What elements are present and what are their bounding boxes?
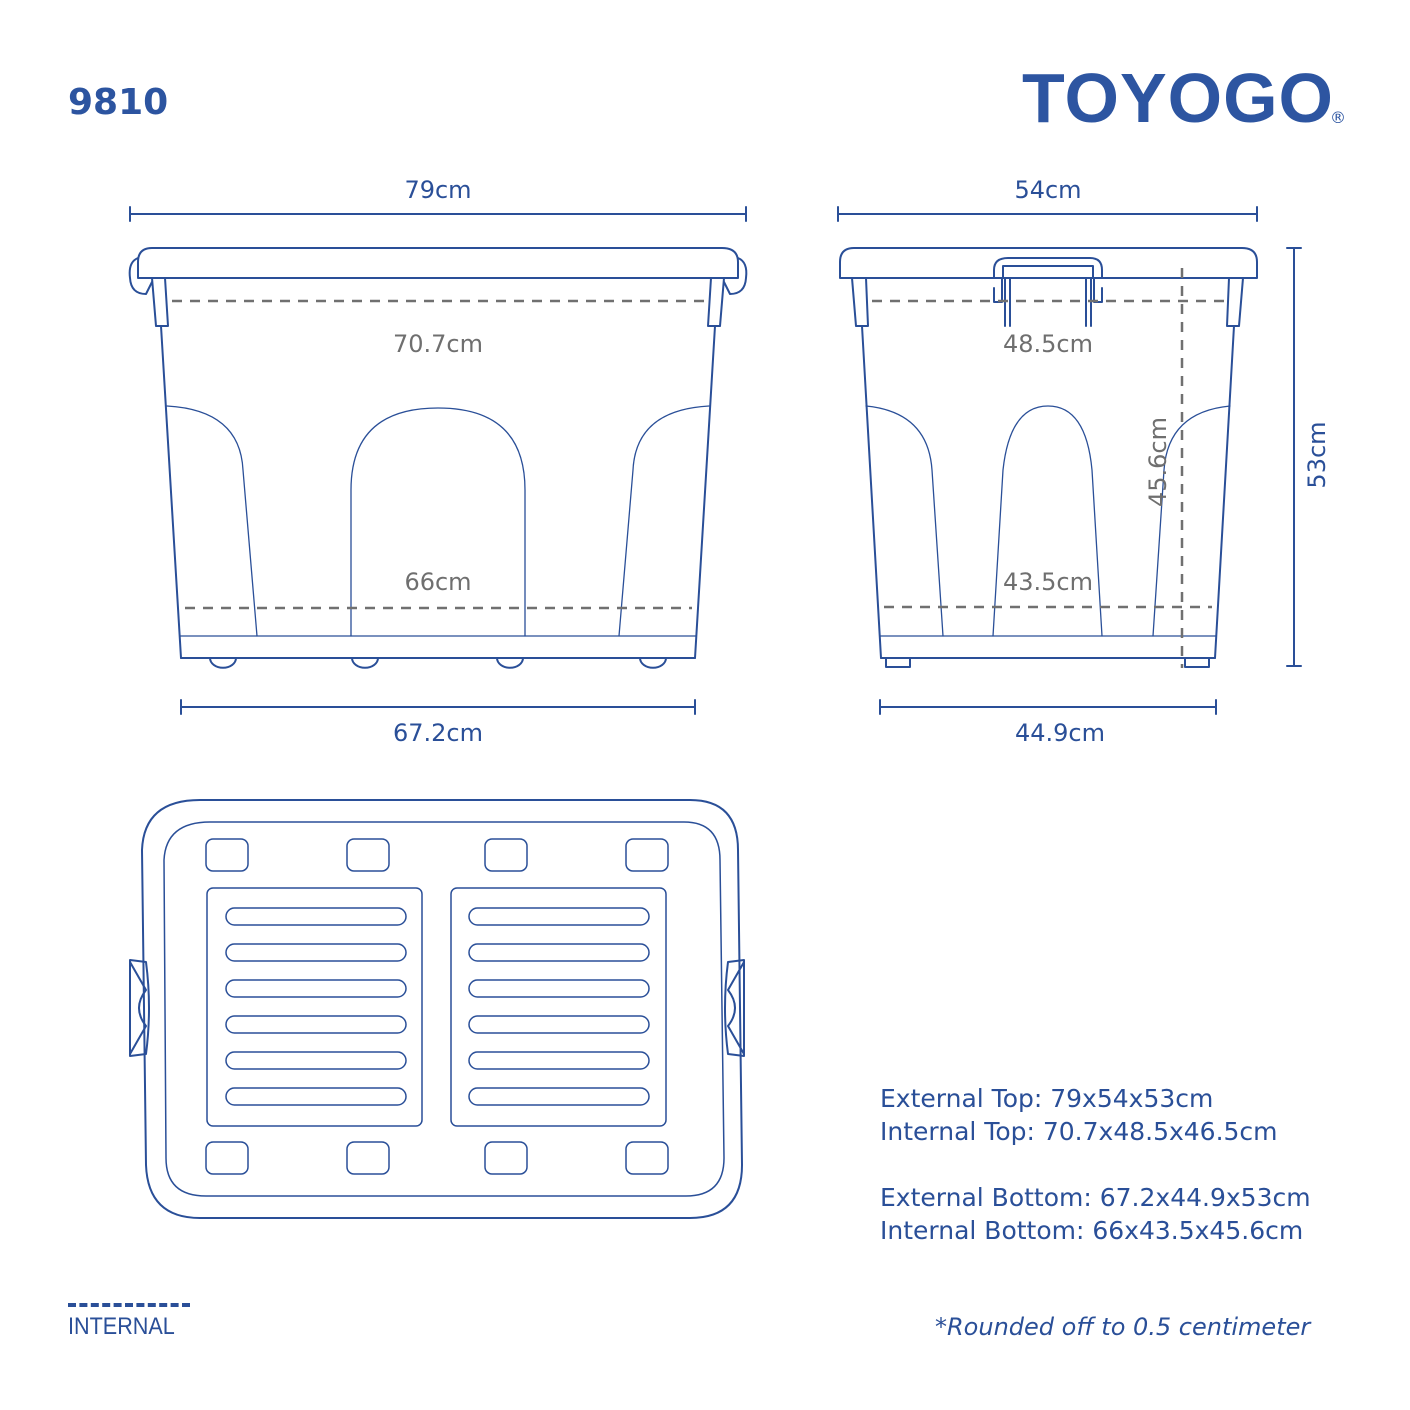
spec-internal-top: Internal Top: 70.7x48.5x46.5cm <box>880 1117 1278 1146</box>
brand-logo: TOYOGO <box>1022 59 1334 137</box>
spec-internal-bottom: Internal Bottom: 66x43.5x45.6cm <box>880 1216 1304 1245</box>
external-height-label: 53cm <box>1303 421 1331 489</box>
rounding-footnote: *Rounded off to 0.5 centimeter <box>935 1313 1311 1341</box>
spec-external-top: External Top: 79x54x53cm <box>880 1084 1214 1113</box>
legend-internal-label: INTERNAL <box>68 1313 175 1340</box>
right-clip-icon <box>724 959 745 1057</box>
left-clip-icon <box>129 959 150 1057</box>
side-bottom-depth-label: 44.9cm <box>1014 719 1105 747</box>
specs-block: External Top: 79x54x53cm Internal Top: 7… <box>880 1082 1311 1247</box>
front-internal-bottom-width-label: 66cm <box>404 568 472 596</box>
model-number: 9810 <box>68 82 169 123</box>
front-internal-top-width-label: 70.7cm <box>392 330 483 358</box>
internal-height-label: 45.6cm <box>1144 417 1172 508</box>
legend-dashed-line-icon <box>68 1303 190 1307</box>
side-internal-bottom-depth-label: 43.5cm <box>1002 568 1093 596</box>
spec-external-bottom: External Bottom: 67.2x44.9x53cm <box>880 1183 1311 1212</box>
side-internal-top-depth-label: 48.5cm <box>1002 330 1093 358</box>
front-bottom-width-label: 67.2cm <box>392 719 483 747</box>
front-view-drawing <box>128 206 748 715</box>
side-top-depth-label: 54cm <box>1014 176 1082 204</box>
top-view-drawing <box>129 799 745 1219</box>
side-view-drawing <box>837 206 1302 715</box>
front-top-width-label: 79cm <box>404 176 472 204</box>
registered-mark-icon: ® <box>1330 108 1346 127</box>
internal-dimension-lines <box>172 268 1225 668</box>
